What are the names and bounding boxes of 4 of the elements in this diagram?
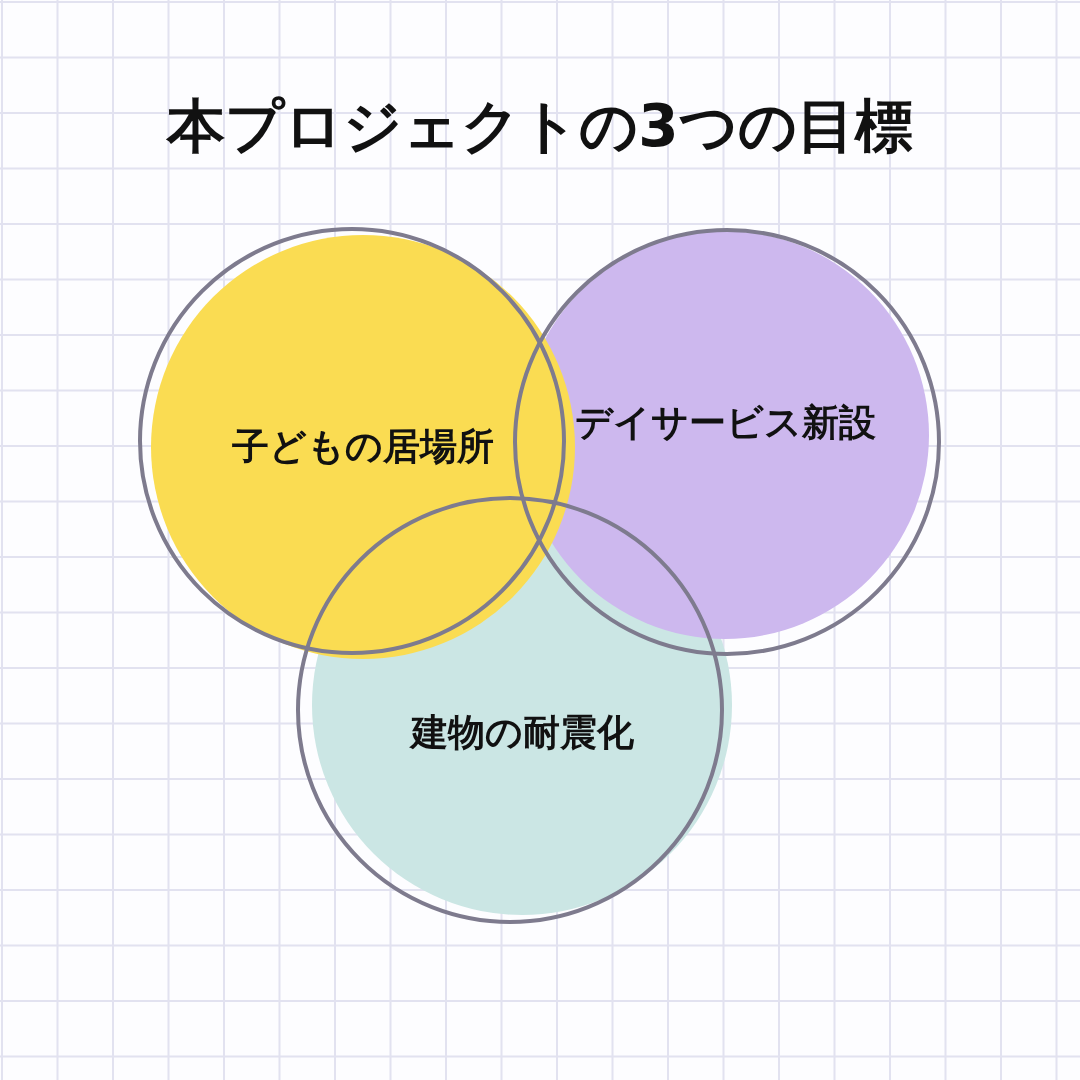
circle-label: 子どもの居場所 (231, 424, 495, 470)
circle-label: 建物の耐震化 (408, 710, 635, 756)
circle-label: デイサービス新設 (573, 400, 877, 446)
title: 本プロジェクトの3つの目標 (165, 91, 914, 162)
